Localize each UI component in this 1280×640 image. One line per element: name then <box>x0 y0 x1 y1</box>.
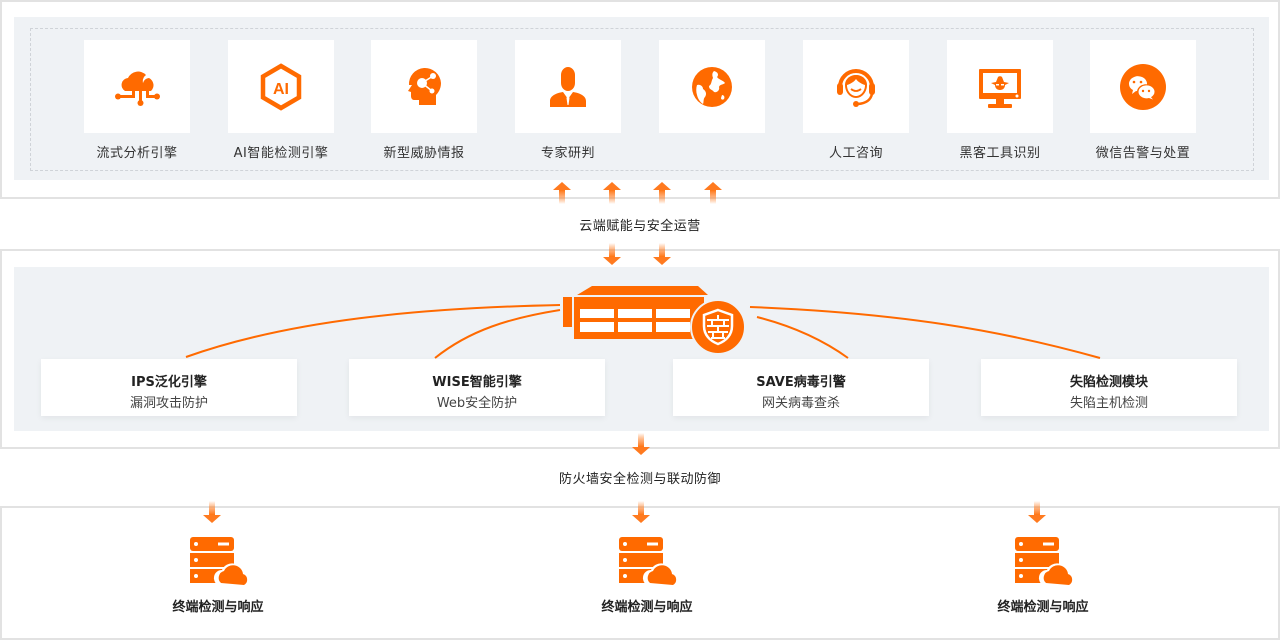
module-card-wise: WISE智能引擎 Web安全防护 <box>349 359 605 416</box>
module-card-compromise-detection: 失陷检测模块 失陷主机检测 <box>981 359 1237 416</box>
tile-label: 黑客工具识别 <box>959 146 1041 161</box>
module-title: WISE智能引擎 <box>432 375 522 390</box>
module-subtitle: 漏洞攻击防护 <box>129 396 208 411</box>
module-title: SAVE病毒引警 <box>756 375 846 390</box>
server-cloud-icon <box>190 535 252 587</box>
arrow-down-icon <box>653 243 671 265</box>
arrow-down-icon <box>203 501 221 523</box>
module-card-save: SAVE病毒引警 网关病毒查杀 <box>673 359 929 416</box>
arrow-up-icon <box>553 182 571 204</box>
tile-manual-consult <box>803 40 909 133</box>
module-title: 失陷检测模块 <box>1069 375 1148 390</box>
tile-label: 微信告警与处置 <box>1095 146 1191 161</box>
endpoint-label: 终端检测与响应 <box>601 600 693 615</box>
firewall-linkage-label: 防火墙安全检测与联动防御 <box>558 472 721 487</box>
tile-hacker-tool-detection <box>947 40 1053 133</box>
firewall-appliance-icon <box>563 286 746 355</box>
head-intelligence-icon <box>408 67 441 105</box>
arrow-down-icon <box>632 433 650 455</box>
server-cloud-icon <box>619 535 681 587</box>
tile-label: 新型威胁情报 <box>383 146 465 161</box>
expert-person-icon <box>550 66 586 107</box>
arrow-up-icon <box>704 182 722 204</box>
ai-hexagon-icon: AI <box>260 62 302 111</box>
cloud-capabilities-box <box>30 28 1254 171</box>
tile-label: 人工咨询 <box>828 146 883 161</box>
module-title: IPS泛化引擎 <box>131 375 207 390</box>
svg-text:AI: AI <box>273 81 289 98</box>
tile-threat-intel <box>371 40 477 133</box>
tile-label: AI智能检测引擎 <box>233 146 329 161</box>
tile-globe <box>659 40 765 133</box>
tile-stream-analysis <box>84 40 190 133</box>
module-subtitle: 失陷主机检测 <box>1069 396 1148 411</box>
tile-expert-analysis <box>515 40 621 133</box>
tile-label: 流式分析引擎 <box>96 146 178 161</box>
arrow-down-icon <box>603 243 621 265</box>
arrow-up-icon <box>603 182 621 204</box>
module-subtitle: Web安全防护 <box>436 396 518 411</box>
wechat-icon <box>1120 63 1166 110</box>
tile-ai-detection: AI <box>228 40 334 133</box>
module-subtitle: 网关病毒查杀 <box>761 396 840 411</box>
module-card-ips: IPS泛化引擎 漏洞攻击防护 <box>41 359 297 416</box>
arrow-up-icon <box>653 182 671 204</box>
tile-label: 专家研判 <box>540 146 595 161</box>
arrow-down-icon <box>632 501 650 523</box>
cloud-layer-panel <box>14 17 1269 180</box>
endpoint-label: 终端检测与响应 <box>997 600 1089 615</box>
hacker-monitor-icon <box>979 68 1021 108</box>
cloud-enablement-label: 云端赋能与安全运营 <box>579 219 701 234</box>
shield-brick-icon <box>690 299 746 355</box>
headset-support-icon <box>837 68 875 107</box>
globe-icon <box>692 66 732 107</box>
arrow-down-icon <box>1028 501 1046 523</box>
endpoint-label: 终端检测与响应 <box>172 600 264 615</box>
tile-wechat-alert <box>1090 40 1196 133</box>
cloud-network-icon <box>115 71 160 106</box>
server-cloud-icon <box>1015 535 1077 587</box>
